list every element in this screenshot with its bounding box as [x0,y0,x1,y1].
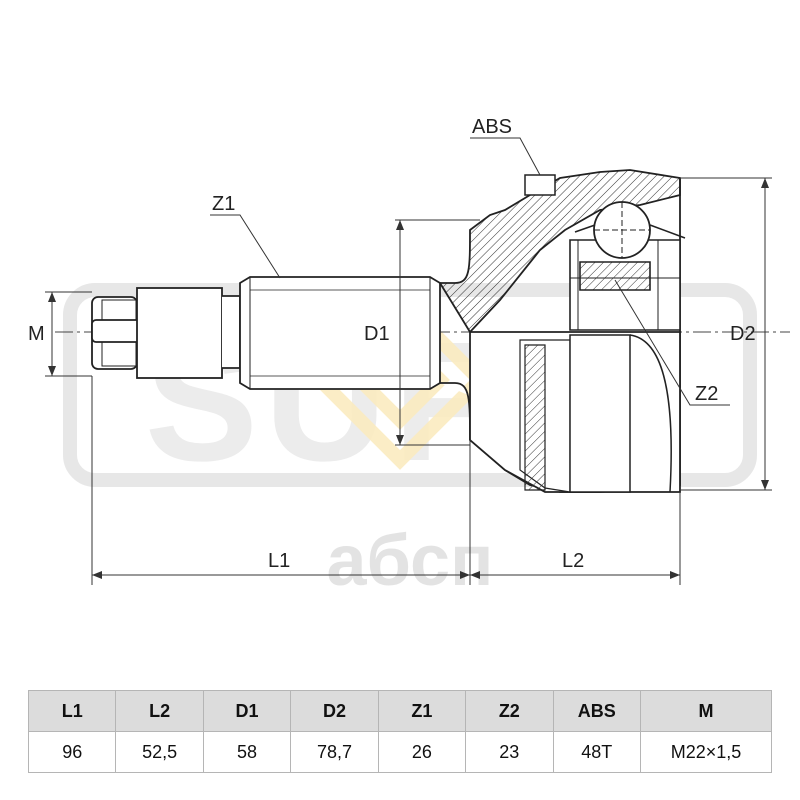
housing-hatched-section [438,169,681,334]
label-l1: L1 [268,550,290,572]
shaft-neck [136,287,223,379]
dimensions [45,137,772,585]
dimension-arrows [48,178,769,579]
header-d2: D2 [290,690,379,732]
label-d1: D1 [364,323,390,345]
dimension-labels: M D1 D2 L1 L2 Z1 Z2 ABS [28,116,756,572]
outer-housing [438,169,681,493]
value-d2: 78,7 [290,731,379,773]
shaft [91,276,441,390]
header-z2: Z2 [465,690,554,732]
value-z1: 26 [377,731,467,773]
value-abs: 48T [552,731,642,773]
header-l2: L2 [115,690,204,732]
value-l1: 96 [27,731,117,773]
cv-joint-technical-drawing: SUFIX абсп [28,116,790,601]
label-d2: D2 [730,323,756,345]
label-abs: ABS [472,116,512,138]
value-m: M22×1,5 [640,731,772,773]
header-m: M [640,690,772,732]
value-l2: 52,5 [115,731,204,773]
abs-tab [524,174,556,196]
value-d1: 58 [202,731,292,773]
header-abs: ABS [552,690,642,732]
label-m: M [28,323,45,345]
abs-ring [524,344,546,491]
header-d1: D1 [202,690,292,732]
inner-joint [569,201,686,331]
header-z1: Z1 [377,690,467,732]
spec-table-header-row: L1 L2 D1 D2 Z1 Z2 ABS M [27,690,772,732]
header-l1: L1 [27,690,117,732]
inner-race-hatched [579,261,651,291]
label-l2: L2 [562,550,584,572]
watermark-store: абсп [326,521,493,601]
spline-section [239,276,441,390]
label-z2: Z2 [695,383,718,405]
spec-table-value-row: 96 52,5 58 78,7 26 23 48T M22×1,5 [27,731,772,773]
spec-table: L1 L2 D1 D2 Z1 Z2 ABS M 96 52,5 58 78,7 … [27,690,772,773]
value-z2: 23 [465,731,554,773]
label-z1: Z1 [212,193,235,215]
